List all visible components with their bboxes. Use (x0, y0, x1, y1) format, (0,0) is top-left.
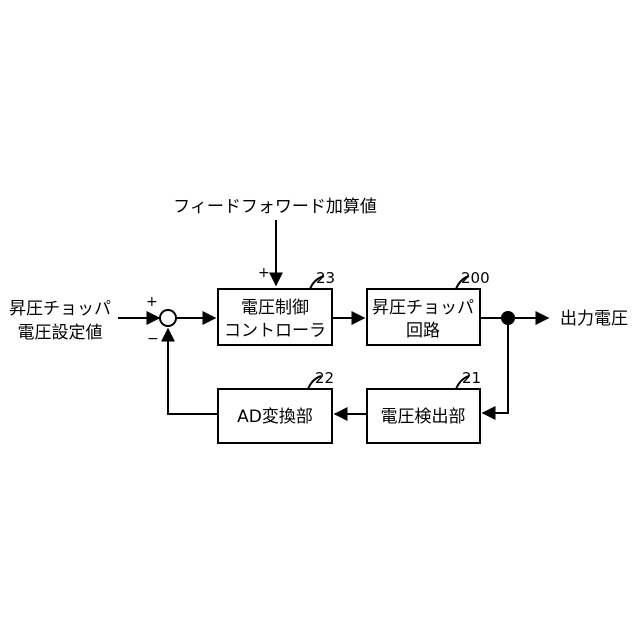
controller-label-line1: 電圧制御 (241, 298, 309, 318)
chopper-label-line2: 回路 (406, 321, 440, 341)
chopper-ref-number: 200 (461, 269, 490, 287)
detector-ref-number: 21 (462, 369, 481, 387)
controller-ref-number: 23 (316, 269, 335, 287)
summing-junction (160, 310, 176, 326)
summing-plus-sign: + (146, 294, 158, 310)
output-voltage-label: 出力電圧 (560, 309, 628, 329)
chopper-label-line1: 昇圧チョッパ (372, 298, 474, 318)
ad-converter-label: AD変換部 (237, 407, 313, 427)
setpoint-label-line1: 昇圧チョッパ (9, 299, 111, 319)
ad-ref-number: 22 (315, 369, 334, 387)
controller-label-line2: コントローラ (224, 321, 326, 341)
summing-minus-sign: − (147, 331, 159, 347)
ad-to-junction-feedback-arrow (168, 329, 218, 414)
feedforward-label: フィードフォワード加算値 (173, 197, 377, 217)
setpoint-label-line2: 電圧設定値 (18, 323, 103, 343)
detector-label: 電圧検出部 (381, 407, 466, 427)
feedforward-plus-sign: + (258, 265, 270, 281)
feedback-to-detector-arrow (483, 318, 508, 413)
